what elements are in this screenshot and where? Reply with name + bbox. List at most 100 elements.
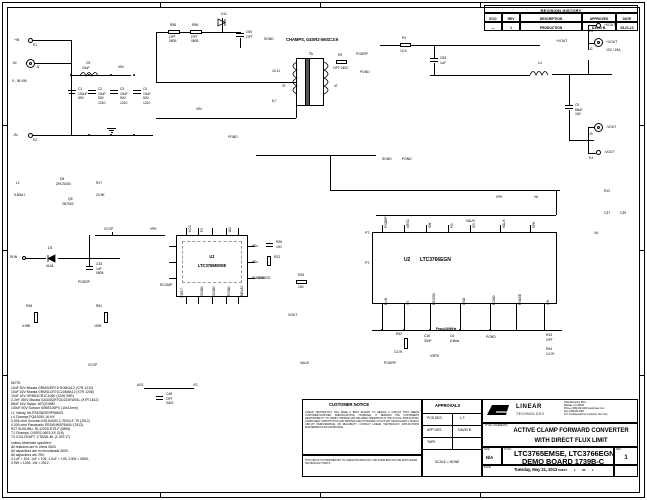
input-ref-j1: J1: [36, 65, 40, 69]
ic-u2-pin: [490, 304, 491, 311]
revision-col-rev-header: REV: [502, 13, 520, 22]
wire: [35, 63, 71, 64]
ic-number-line1: LTC3765EMSE, LTC3766EGN: [514, 449, 615, 458]
wire: [430, 75, 530, 76]
wire: [434, 45, 435, 58]
ic-u2-pin: [430, 304, 431, 311]
resistor-r1-ref: R1: [402, 36, 407, 40]
revision-row-date: 05-21-13: [616, 22, 638, 31]
ic-u2-pin: [404, 304, 405, 311]
ic-u1[interactable]: [176, 235, 248, 297]
ic-u2-pin: [470, 225, 471, 232]
wire: [434, 63, 435, 75]
note-line: All resistors are in ohms 0603.: [11, 444, 57, 449]
transistor-q5-value: 2N7002: [62, 202, 74, 206]
size-label: SIZE: [484, 448, 490, 451]
size-cell: [482, 447, 502, 465]
transformer-t1-tap-8-7: 8,7: [272, 99, 277, 103]
output-ref-j3: J3: [589, 132, 593, 136]
ic-u1-pin: [169, 278, 176, 279]
resistor-r48: [34, 312, 38, 323]
transistor-q5-ref: Q5: [68, 197, 73, 201]
capacitor-c50-ref: C50: [246, 30, 253, 34]
approvals-divider: [452, 413, 453, 449]
net-label-pgdrp-left: PGDRP: [78, 280, 90, 284]
capacitor-c3-value: 10uF: [120, 91, 128, 96]
ic-u2-part: LTC3766EGN: [420, 257, 451, 263]
output-ref-j2: J2: [589, 47, 593, 51]
inductor-l4-ref: L4: [538, 61, 542, 65]
wire: [156, 118, 296, 119]
capacitor-c2-package: 1210: [98, 100, 106, 105]
wire: [222, 18, 223, 32]
title-prefix-label: TITLE: SCHEMATIC: [485, 424, 508, 427]
ic-u1-pin: [198, 297, 199, 304]
net-label-vpk-u2: VA: [534, 195, 539, 199]
capacitor-c33-ref: C33: [96, 262, 103, 266]
capacitor-c1: [68, 90, 76, 96]
capacitor-c48-value: OPT: [166, 396, 173, 401]
resistor-r55-value: OPT: [169, 35, 176, 39]
ic-u2-pin: [530, 225, 531, 232]
ic-u1-pin: [186, 297, 187, 304]
wire: [556, 190, 557, 215]
ic-u2-pin: [404, 225, 405, 232]
net-label-vcc-u1: VPK: [150, 227, 157, 231]
approvals-row-label-tape: TAPE: [427, 440, 436, 444]
wire: [156, 82, 296, 83]
output-terminal-e4[interactable]: [596, 150, 601, 155]
wire: [588, 60, 589, 74]
sheet-number-cell: [614, 465, 638, 477]
wire: [89, 235, 90, 266]
output-terminal-e3[interactable]: [596, 23, 601, 28]
transformer-t1-primary-winding: [292, 61, 298, 95]
note-line: 100uF 50V Suncon 50ME100PX (10x12mm): [11, 406, 79, 411]
schematic-title-line1: ACTIVE CLAMP FORWARD CONVERTER: [513, 428, 629, 434]
net-label-vaux-bottom: VAUX: [300, 361, 309, 365]
ic-u2-pin-label-pt1: PT.: [365, 231, 370, 235]
diode-d5-ref: D5: [60, 177, 65, 181]
wire: [569, 110, 570, 140]
wire: [516, 311, 517, 330]
junction-dot: [110, 134, 112, 136]
net-label-vout-top: +VOUT: [556, 39, 568, 43]
capacitor-c30: [266, 243, 273, 248]
revision-col-description-header: DESCRIPTION: [520, 13, 582, 22]
wire: [71, 75, 131, 76]
size-value: N/A: [486, 455, 494, 460]
capacitor-c33-package: 0805: [96, 271, 104, 275]
resistor-r44-ref: R44: [546, 347, 553, 351]
capacitor-c3-voltage: 50V: [120, 96, 126, 100]
capacitor-c3: [110, 90, 118, 96]
input-terminal-e1[interactable]: [28, 38, 33, 43]
ic-u1-pin-label-sgnd2: SGND: [212, 286, 216, 296]
net-label-vaux-u2: VAUX: [466, 219, 475, 223]
capacitor-c9-output: [565, 105, 573, 111]
wire: [240, 32, 241, 34]
wire: [588, 127, 589, 153]
output-terminal-j3-inner: [597, 126, 600, 129]
resistor-r36: [296, 280, 307, 284]
input-voltage-range: 9 - 36 VIN: [12, 79, 27, 83]
resistor-r56-package: 0805: [191, 39, 199, 43]
ic-number-cell: [502, 447, 614, 465]
test-point-d3[interactable]: [22, 256, 26, 260]
net-label-smago-right: SMAGO: [258, 276, 271, 280]
resistor-r17-ref: L1: [16, 181, 20, 185]
resistor-r1: [400, 43, 411, 47]
transformer-t1-ref: T1: [309, 52, 313, 56]
wire: [330, 155, 331, 190]
capacitor-c30-ref: R36: [276, 240, 283, 244]
ic-u2[interactable]: [372, 232, 557, 304]
ic-u1-pin-label-vcc: VCC: [188, 225, 192, 232]
capacitor-c33: [86, 266, 93, 271]
ic-u2-pin-label-ipk: IPK: [546, 299, 550, 305]
net-label-ag: AG1: [137, 383, 144, 387]
ic-u1-pin: [169, 246, 176, 247]
net-label-run: RUN: [10, 255, 18, 259]
frame-tick: [639, 375, 645, 376]
wire: [26, 258, 46, 259]
input-terminal-e2[interactable]: [28, 133, 33, 138]
ic-u2-pin-label-pgnd: PGND: [492, 295, 496, 305]
